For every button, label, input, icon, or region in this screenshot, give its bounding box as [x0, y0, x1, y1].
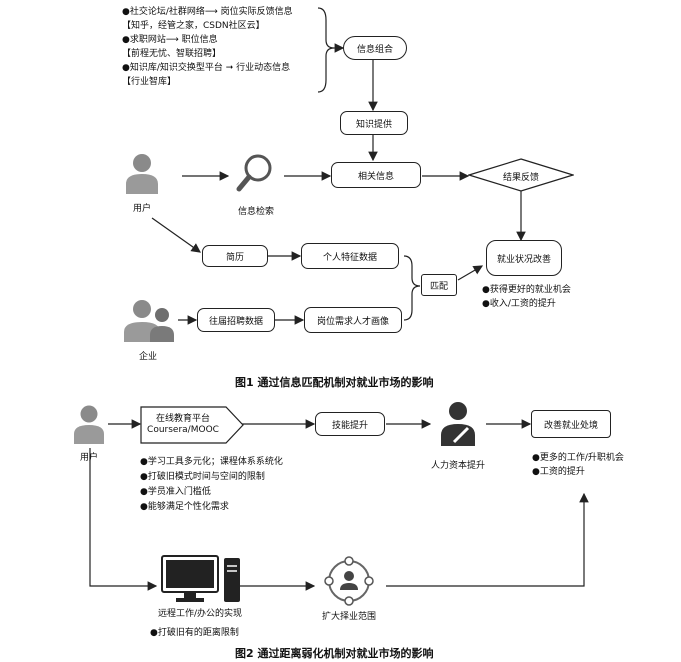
improve-node: 就业状况改善 — [486, 240, 562, 276]
online-bullet-2: ●打破旧模式时间与空间的限制 — [140, 472, 265, 482]
user-label: 用户 — [132, 204, 151, 214]
source-line-1: ●社交论坛/社群网络⟶ 岗位实际反馈信息 — [122, 7, 293, 17]
remote-work-label: 远程工作/办公的实现 — [157, 609, 243, 619]
worker-with-pen-icon — [441, 402, 475, 446]
magnifier-icon — [236, 154, 272, 192]
figure2-caption: 图2 通过距离弱化机制对就业市场的影响 — [235, 647, 434, 660]
outcome-1: ●获得更好的就业机会 — [482, 285, 571, 295]
resume-node: 简历 — [202, 245, 268, 267]
user-icon — [126, 154, 158, 194]
enterprise-label: 企业 — [138, 352, 157, 362]
expand-label: 扩大择业范围 — [321, 612, 376, 622]
fig2-outcome-2: ●工资的提升 — [532, 467, 585, 477]
computer-icon — [161, 555, 240, 602]
online-bullet-1: ●学习工具多元化；课程体系系统化 — [140, 457, 283, 467]
network-person-icon — [324, 556, 374, 606]
related-info-node: 相关信息 — [331, 162, 421, 188]
source-line-3: ●求职网站⟶ 职位信息 — [122, 35, 218, 45]
source-line-5: ●知识库/知识交换型平台 ➞ 行业动态信息 — [122, 63, 291, 73]
source-line-4: 【前程无忧、智联招聘】 — [122, 49, 222, 59]
source-line-6: 【行业智库】 — [122, 77, 177, 87]
online-platform-label: 在线教育平台 — [155, 414, 210, 424]
personal-data-node: 个人特征数据 — [301, 243, 399, 269]
feedback-diamond — [468, 158, 574, 192]
feedback-label: 结果反馈 — [502, 173, 539, 183]
source-line-2: 【知乎，经管之家，CSDN社区云】 — [122, 21, 265, 31]
portrait-node: 岗位需求人才画像 — [304, 307, 402, 333]
online-platform-examples: Coursera/MOOC — [147, 425, 219, 435]
skill-node: 技能提升 — [315, 412, 385, 436]
outcome-2: ●收入/工资的提升 — [482, 299, 556, 309]
past-recruit-node: 往届招聘数据 — [197, 308, 275, 332]
match-node: 匹配 — [421, 274, 457, 296]
knowledge-node: 知识提供 — [340, 111, 408, 135]
online-education-shape — [140, 406, 244, 444]
user-icon-2 — [74, 405, 104, 444]
fig2-outcome-1: ●更多的工作/升职机会 — [532, 453, 624, 463]
remote-note: ●打破旧有的距离限制 — [150, 628, 239, 638]
online-bullet-4: ●能够满足个性化需求 — [140, 502, 229, 512]
info-combo-node: 信息组合 — [343, 36, 407, 60]
enterprise-icon — [124, 300, 174, 342]
online-bullet-3: ●学员准入门槛低 — [140, 487, 211, 497]
human-capital-label: 人力资本提升 — [430, 461, 485, 471]
search-label: 信息检索 — [237, 207, 274, 217]
better-job-node: 改善就业处境 — [531, 410, 611, 438]
user-label-2: 用户 — [79, 453, 98, 463]
figure1-caption: 图1 通过信息匹配机制对就业市场的影响 — [235, 376, 434, 389]
